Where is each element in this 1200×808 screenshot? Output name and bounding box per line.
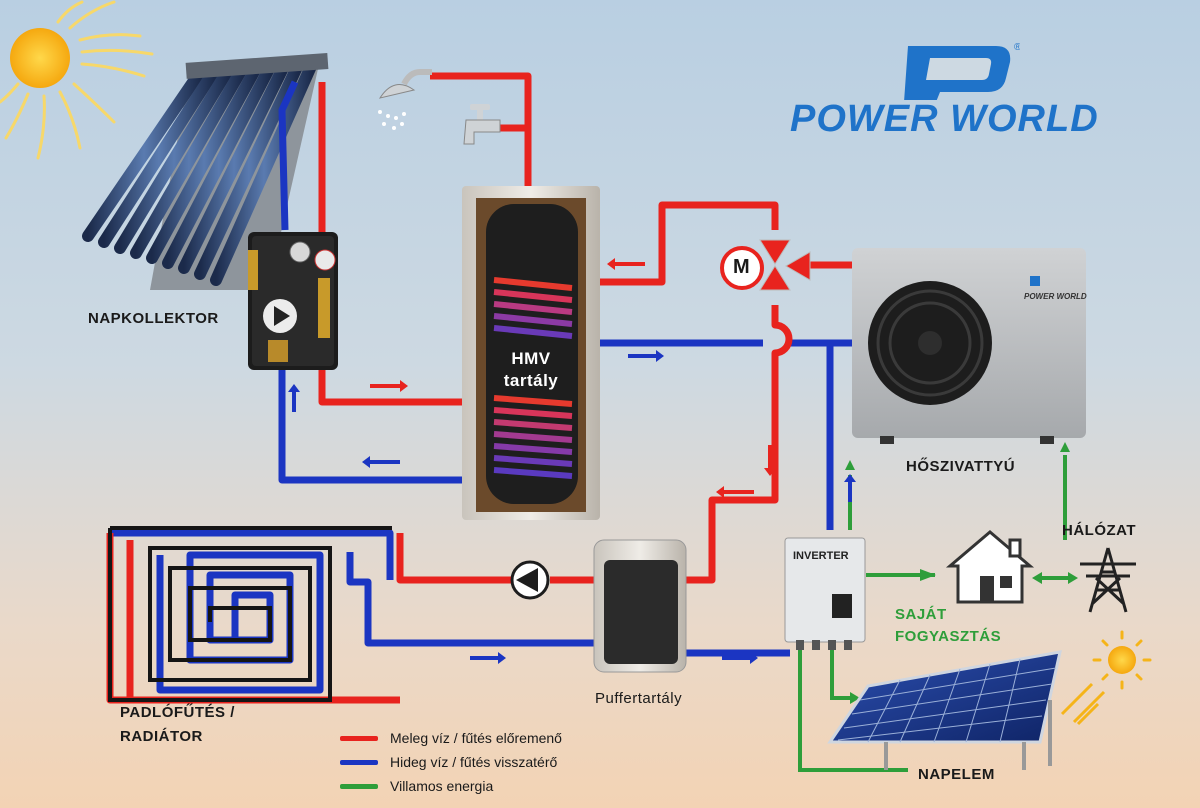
cold-pipes xyxy=(110,80,855,694)
legend: Meleg víz / fűtés előremenő Hideg víz / … xyxy=(340,726,562,798)
label-self-consumption-line1: SAJÁT xyxy=(895,606,947,623)
label-solar-panel: NAPELEM xyxy=(918,766,995,783)
sun-icon xyxy=(1060,630,1152,726)
label-tank-line1: HMV xyxy=(511,349,551,368)
floor-heating-coil xyxy=(108,526,392,702)
legend-text-electric: Villamos energia xyxy=(390,778,494,794)
logo-mark-icon: ® xyxy=(904,42,1020,100)
legend-text-cold: Hideg víz / fűtés visszatérő xyxy=(390,754,558,770)
legend-swatch-cold xyxy=(340,759,378,765)
shower-icon xyxy=(378,69,432,130)
label-tank-line2: tartály xyxy=(503,371,559,390)
solar-pump-station xyxy=(248,232,338,370)
circulation-pump-icon xyxy=(510,560,550,600)
legend-swatch-electric xyxy=(340,783,378,789)
label-heat-pump-brand: POWER WORLD xyxy=(1024,292,1087,301)
faucet-icon xyxy=(463,104,501,145)
label-motor-valve: M xyxy=(733,256,751,278)
heat-pump-unit xyxy=(852,248,1086,444)
brand-logo: ® POWER WORLD xyxy=(790,40,1140,140)
label-solar-collector: NAPKOLLEKTOR xyxy=(88,310,219,327)
legend-item-electric: Villamos energia xyxy=(340,774,562,798)
legend-text-hot: Meleg víz / fűtés előremenő xyxy=(390,730,562,746)
legend-swatch-hot xyxy=(340,735,378,741)
legend-item-hot: Meleg víz / fűtés előremenő xyxy=(340,726,562,750)
collector-tubes xyxy=(82,58,318,286)
buffer-tank-unit xyxy=(593,539,687,673)
label-hot-water-tank: HMV tartály xyxy=(491,348,571,392)
power-tower-icon xyxy=(1080,547,1136,613)
label-buffer-tank: Puffertartály xyxy=(595,690,683,707)
label-grid: HÁLÓZAT xyxy=(1062,522,1137,539)
house-icon xyxy=(945,530,1035,604)
flow-arrows xyxy=(288,258,1078,704)
solar-panel-array xyxy=(827,650,1062,770)
inverter-unit xyxy=(784,537,866,650)
motor-valve-icon xyxy=(720,239,811,291)
label-floor-heating-line1: PADLÓFŰTÉS / xyxy=(120,704,235,721)
svg-text:®: ® xyxy=(1014,42,1020,53)
label-floor-heating-line2: RADIÁTOR xyxy=(120,728,203,745)
label-self-consumption-line2: FOGYASZTÁS xyxy=(895,628,1002,645)
label-inverter: INVERTER xyxy=(793,550,849,562)
legend-item-cold: Hideg víz / fűtés visszatérő xyxy=(340,750,562,774)
label-heat-pump: HŐSZIVATTYÚ xyxy=(906,458,1016,475)
logo-text: POWER WORLD xyxy=(790,98,1099,140)
sun-icon xyxy=(0,0,154,160)
hot-water-tank xyxy=(462,186,600,520)
